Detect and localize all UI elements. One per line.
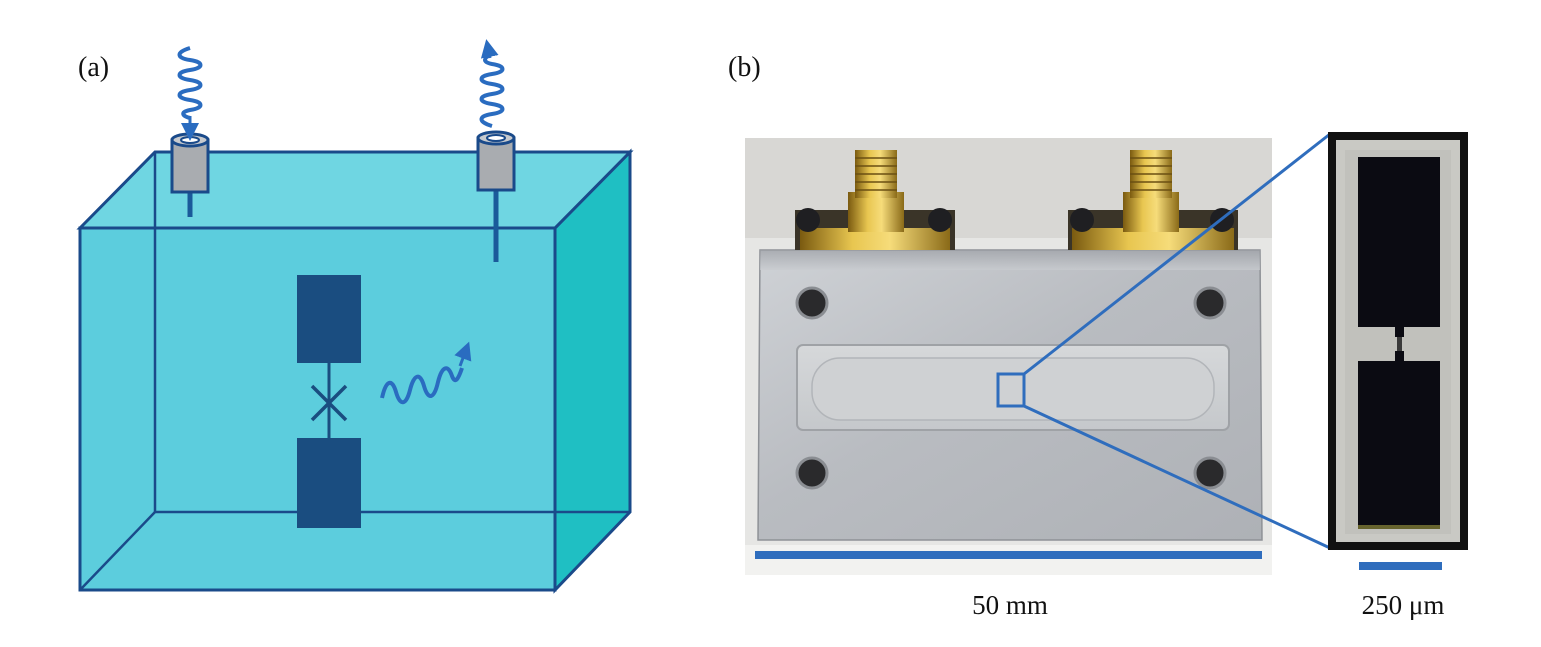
- qubit-pad-top: [297, 275, 361, 363]
- panel-b-label: (b): [728, 52, 761, 83]
- qubit-micrograph-inset: [1328, 132, 1468, 550]
- scale-label-250um: 250 μm: [1361, 590, 1445, 620]
- left-sma-connector-icon: [795, 150, 955, 250]
- zoom-line-bottom: [1023, 404, 1331, 550]
- panel-a-label: (a): [78, 52, 110, 83]
- micrograph-pad-bottom: [1358, 361, 1440, 529]
- cavity-top-face: [76, 150, 634, 230]
- scale-bar-250um: [1359, 562, 1442, 570]
- chip-highlight-box: [996, 372, 1026, 408]
- right-sma-connector-icon: [1068, 150, 1238, 250]
- micrograph-pad-top: [1358, 157, 1440, 327]
- scale-label-50mm: 50 mm: [972, 590, 1048, 620]
- cavity-diagram: [76, 39, 634, 594]
- output-connector-icon: [476, 130, 516, 262]
- input-signal-icon: [177, 46, 203, 141]
- photon-wave-icon: [380, 341, 472, 405]
- output-signal-icon: [479, 39, 505, 128]
- scale-bar-50mm: [755, 551, 1262, 559]
- zoom-line-top: [1023, 132, 1331, 376]
- device-photo: [745, 132, 1331, 575]
- screw-hole-icon: [795, 286, 1227, 490]
- input-connector-icon: [170, 132, 210, 217]
- qubit-pad-bottom: [297, 438, 361, 528]
- josephson-junction-icon: [297, 275, 361, 528]
